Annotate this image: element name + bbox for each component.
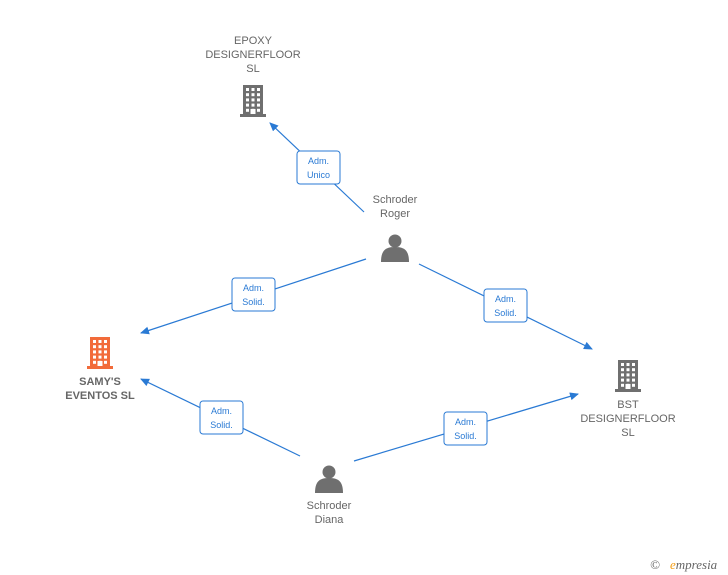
edge-label-line: Adm. — [455, 417, 476, 427]
node-bst[interactable]: BST DESIGNERFLOOR SL — [580, 360, 676, 439]
edge-label-line: Adm. — [211, 406, 232, 416]
edge-label-line: Solid. — [242, 297, 265, 307]
node-label-line: EVENTOS SL — [65, 390, 135, 402]
edge-label-line: Adm. — [495, 294, 516, 304]
edge-diana-to-bst: Adm. Solid. — [353, 392, 579, 462]
person-icon — [315, 465, 343, 493]
copyright-symbol: © — [650, 557, 660, 572]
node-label-line: SAMY'S — [79, 376, 121, 388]
edge-label-line: Unico — [307, 170, 330, 180]
edges-layer: Adm.UnicoAdm.Solid.Adm.Solid.Adm.Solid.A… — [140, 122, 593, 462]
edge-label-box — [443, 411, 488, 446]
building-icon — [87, 337, 113, 369]
edge-label-box — [199, 400, 244, 435]
node-label-line: SL — [246, 63, 259, 75]
edge-roger-to-bst: Adm. Solid. — [418, 263, 593, 350]
node-label-line: Schroder — [307, 500, 352, 512]
building-icon — [240, 85, 266, 117]
brand-watermark: © empresia — [650, 557, 718, 572]
brand-text: empresia — [670, 557, 718, 572]
brand-initial: e — [670, 557, 676, 572]
edge-label-box — [296, 150, 341, 185]
building-icon — [615, 360, 641, 392]
node-epoxy[interactable]: EPOXY DESIGNERFLOOR SL — [205, 35, 301, 117]
edge-label-line: Solid. — [210, 420, 233, 430]
brand-rest: mpresia — [676, 557, 718, 572]
edge-label-line: Solid. — [454, 431, 477, 441]
edge-roger-to-epoxy: Adm. Unico — [269, 122, 365, 213]
node-label-line: SL — [621, 427, 634, 439]
person-icon — [381, 234, 409, 262]
edge-label-box — [483, 288, 528, 323]
node-label-line: Diana — [315, 514, 345, 526]
node-label-line: DESIGNERFLOOR — [205, 49, 300, 61]
node-samys[interactable]: SAMY'S EVENTOS SL — [65, 337, 135, 402]
nodes-layer: EPOXY DESIGNERFLOOR SL SAMY'S EVENTOS SL BST D… — [65, 35, 675, 526]
node-label-line: DESIGNERFLOOR — [580, 413, 675, 425]
edge-diana-to-samys: Adm. Solid. — [140, 378, 301, 457]
node-label-line: Schroder — [373, 194, 418, 206]
node-label-line: Roger — [380, 208, 410, 220]
edge-roger-to-samys: Adm. Solid. — [140, 258, 367, 335]
edge-label-box — [231, 277, 276, 312]
edge-label-line: Solid. — [494, 308, 517, 318]
edge-label-line: Adm. — [243, 283, 264, 293]
edge-label-line: Adm. — [308, 156, 329, 166]
node-label-line: BST — [617, 399, 639, 411]
node-label-line: EPOXY — [234, 35, 273, 47]
